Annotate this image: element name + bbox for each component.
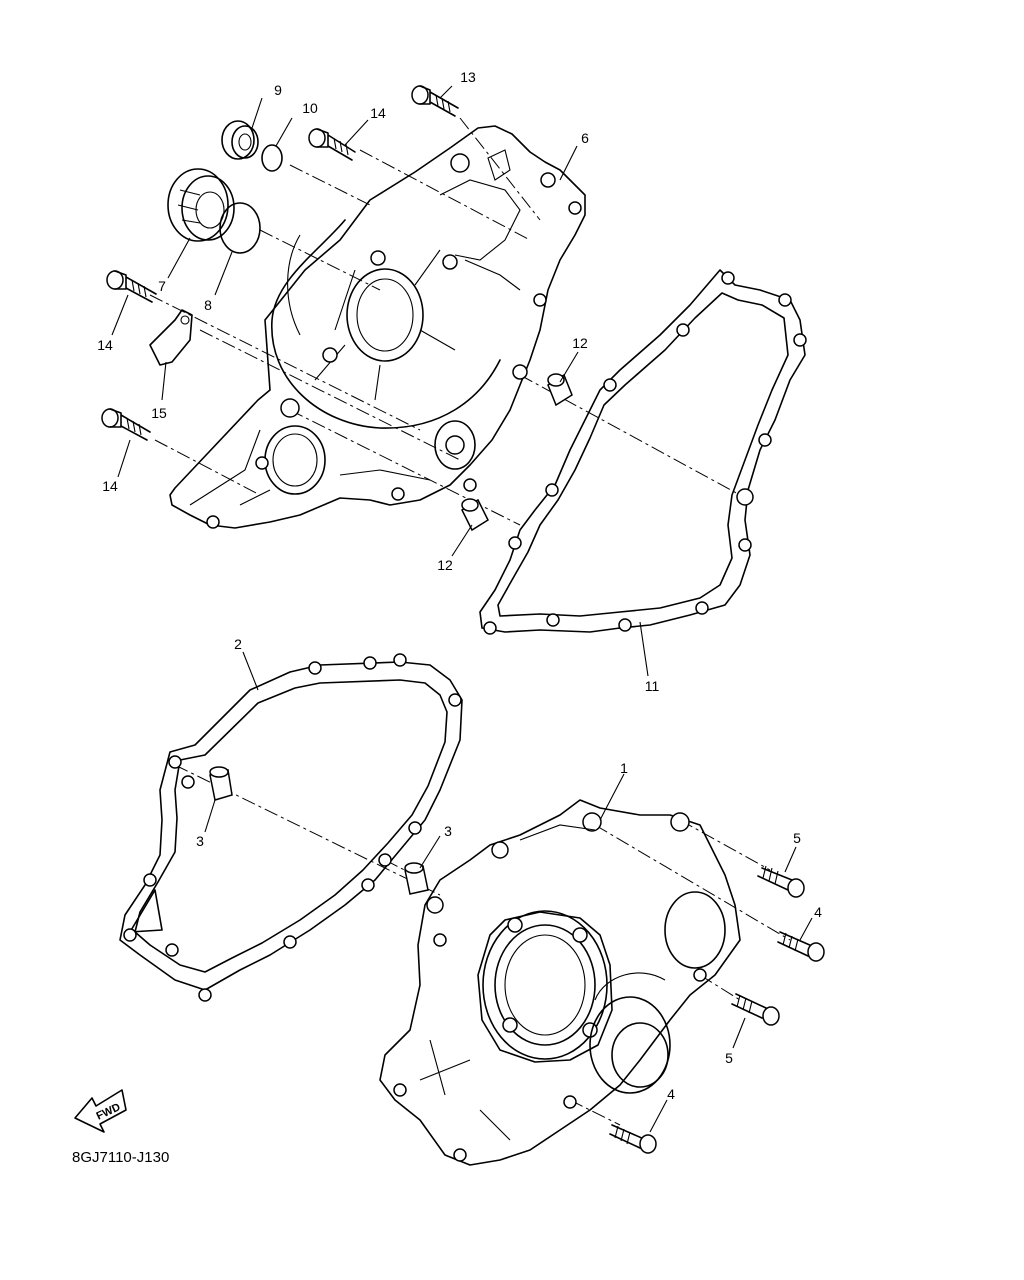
bolt-5b: [731, 993, 780, 1026]
callout-13: 13: [460, 69, 476, 85]
leader-lines: [111, 85, 813, 1133]
plug-9: [221, 120, 259, 160]
clamp-15: [149, 309, 193, 366]
callout-14c: 14: [102, 478, 118, 494]
bolt-14c: [101, 408, 151, 441]
callout-2: 2: [234, 636, 242, 652]
o-ring-10: [261, 144, 283, 172]
dowel-pin-12b: [461, 498, 489, 532]
callout-12a: 12: [572, 335, 588, 351]
bolt-14b: [106, 270, 157, 303]
callout-14b: 14: [97, 337, 113, 353]
dowel-pin-12a: [547, 373, 573, 407]
dowel-pin-3a: [209, 766, 233, 801]
callout-labels: 9 10 13 14 6 7 8 14 15 12 14 12 11 2 1 3…: [97, 69, 822, 1102]
callout-9: 9: [274, 82, 282, 98]
callout-3b: 3: [444, 823, 452, 839]
crankcase-cover-6: [169, 125, 586, 529]
callout-7: 7: [158, 278, 166, 294]
callout-4b: 4: [667, 1086, 675, 1102]
callout-6: 6: [581, 130, 589, 146]
bolt-4a: [777, 931, 825, 962]
plug-7: [167, 168, 235, 242]
callout-10: 10: [302, 100, 318, 116]
bolt-4b: [609, 1124, 657, 1154]
callout-4a: 4: [814, 904, 822, 920]
gasket-11: [479, 269, 807, 635]
callout-8: 8: [204, 297, 212, 313]
callout-14a: 14: [370, 105, 386, 121]
dowel-pin-3b: [404, 862, 429, 895]
callout-1: 1: [620, 760, 628, 776]
callout-5a: 5: [793, 830, 801, 846]
callout-5b: 5: [725, 1050, 733, 1066]
bolt-5a: [757, 865, 805, 898]
o-ring-8: [219, 202, 261, 254]
callout-12b: 12: [437, 557, 453, 573]
diagram-code: 8GJ7110-J130: [72, 1149, 169, 1166]
crankcase-cover-1: [379, 799, 741, 1166]
callout-11: 11: [645, 678, 660, 694]
callout-3a: 3: [196, 833, 204, 849]
bolt-13: [411, 85, 459, 117]
gasket-2: [119, 653, 463, 1002]
bolt-14a: [308, 128, 356, 161]
callout-15: 15: [151, 405, 167, 421]
fwd-arrow-icon: FWD: [74, 1089, 127, 1133]
